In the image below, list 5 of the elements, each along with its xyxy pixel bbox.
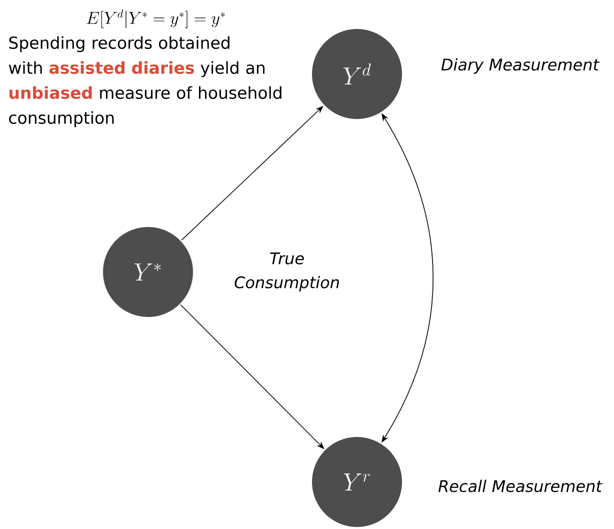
node-caption: True Consumption <box>234 252 339 292</box>
equation: $E[Y^d|Y^* = y^*] = y^*$ <box>86 10 225 28</box>
description-text: Spending records obtained with assisted diaries yield an unbiased measure of household consumption <box>8 36 282 128</box>
node-caption: Recall Measurement <box>438 480 602 492</box>
node-caption: Diary Measurement <box>441 58 600 74</box>
